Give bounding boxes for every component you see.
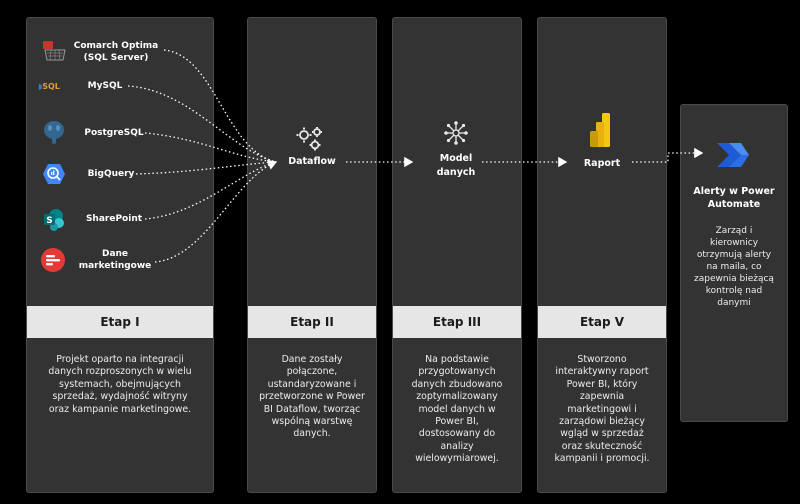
power-automate-icon: [717, 143, 749, 167]
power-bi-icon: [590, 113, 610, 147]
connector-report-alert: [632, 147, 704, 163]
svg-text:S: S: [46, 216, 52, 226]
stage-2-panel: Etap II Dane zostały połączone, ustandar…: [247, 17, 377, 493]
comarch-icon: [43, 41, 66, 61]
bigquery-icon: [43, 164, 65, 184]
stage-1-title: Etap I: [27, 306, 213, 338]
connector-sharepoint: [144, 161, 277, 220]
source-label-postgresql: PostgreSQL: [84, 128, 144, 138]
source-label-mysql: MySQL: [87, 81, 123, 91]
stage-1-description: Projekt oparto na integracji danych rozp…: [48, 354, 192, 415]
model-label: Model danych: [436, 153, 476, 178]
source-label-marketing: Dane marketingowe: [78, 249, 152, 271]
connector-comarch: [163, 49, 277, 163]
source-label-sharepoint: SharePoint: [85, 214, 143, 224]
stage-3-description: Na podstawie przygotowanych danych zbudo…: [411, 354, 503, 465]
stage-2-title: Etap II: [248, 306, 376, 338]
connector-postgresql: [144, 132, 277, 163]
source-label-comarch: Comarch Optima (SQL Server): [73, 41, 159, 63]
stage-5-description: Stworzono interaktywny raport Power BI, …: [554, 354, 650, 465]
report-label: Raport: [583, 158, 621, 169]
dataflow-label: Dataflow: [288, 156, 336, 167]
stage-3-title: Etap III: [393, 306, 521, 338]
connector-marketing: [154, 160, 278, 263]
model-network-icon: [444, 121, 468, 145]
stage-5-panel: Etap V Stworzono interaktywny raport Pow…: [537, 17, 667, 493]
mysql-icon: ◗SQL: [38, 82, 60, 91]
gears-icon: [296, 127, 322, 151]
stage-3-panel: Etap III Na podstawie przygotowanych dan…: [392, 17, 522, 493]
stage-5-title: Etap V: [538, 306, 666, 338]
alert-title: Alerty w Power Automate: [693, 186, 775, 210]
connector-bigquery: [135, 161, 277, 175]
connector-mysql: [127, 85, 277, 163]
sharepoint-icon: S: [44, 209, 64, 231]
marketing-data-icon: [41, 248, 65, 272]
source-label-bigquery: BigQuery: [87, 169, 135, 179]
alert-description: Zarząd i kierownicy otrzymują alerty na …: [694, 226, 774, 308]
stage-2-description: Dane zostały połączone, ustandaryzowane …: [259, 354, 365, 440]
postgresql-icon: [44, 121, 64, 144]
